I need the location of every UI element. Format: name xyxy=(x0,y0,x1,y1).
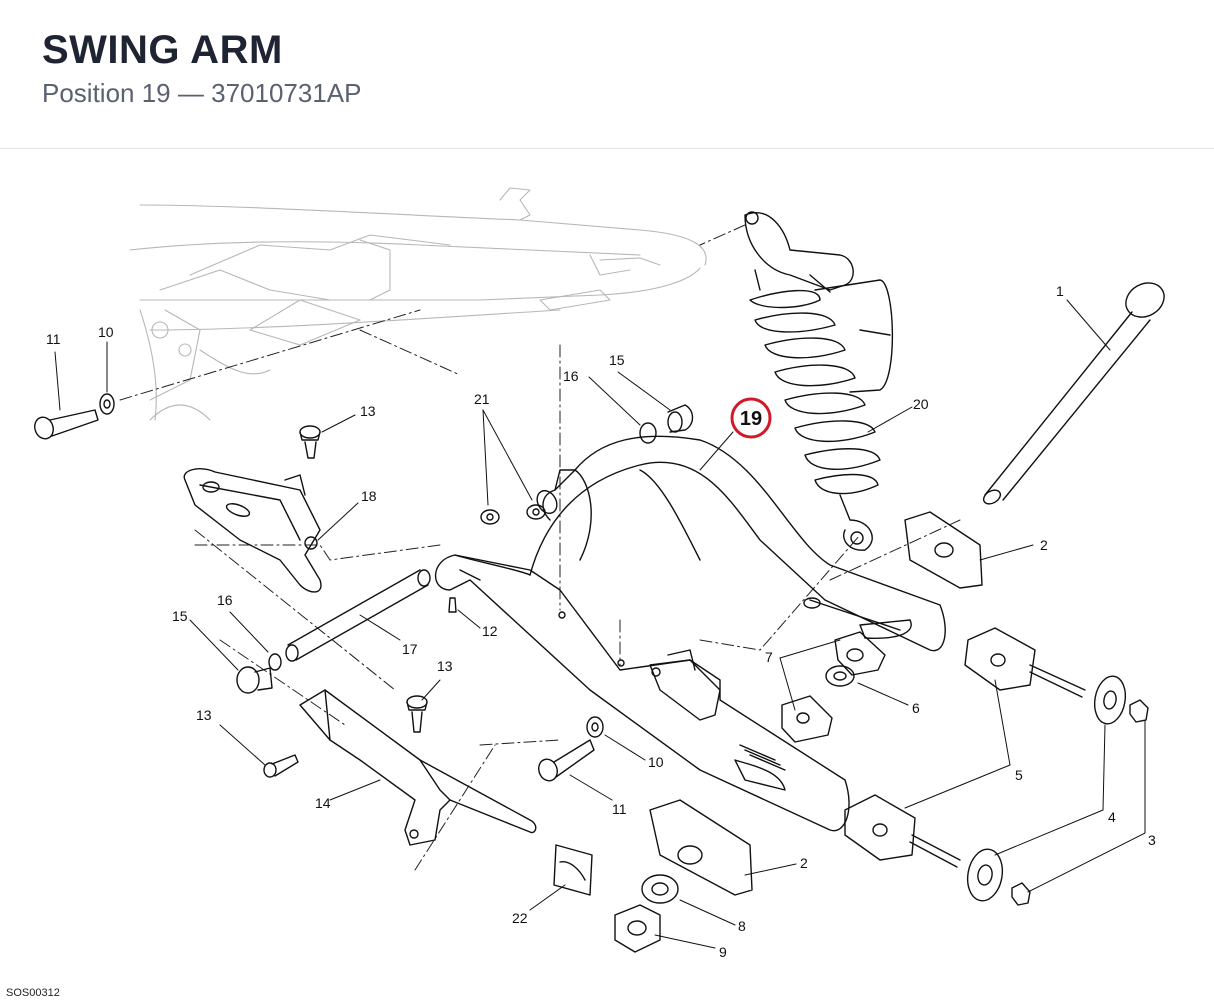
page-subtitle: Position 19 — 37010731AP xyxy=(42,78,362,109)
label-13: 13 xyxy=(360,403,376,419)
part-number: 37010731AP xyxy=(211,78,362,108)
part-20-shock-absorber xyxy=(744,211,894,551)
label-17: 17 xyxy=(402,641,418,657)
label-11: 11 xyxy=(612,801,627,817)
part-3-nuts xyxy=(1011,699,1149,906)
label-1: 1 xyxy=(1056,283,1064,299)
label-22: 22 xyxy=(512,910,528,926)
part-4-discs xyxy=(966,675,1127,902)
part-1-axle xyxy=(982,282,1165,505)
part-5-adjusters xyxy=(844,627,1086,868)
drawing-code: SOS00312 xyxy=(6,987,60,999)
label-15: 15 xyxy=(172,608,188,624)
label-10: 10 xyxy=(648,754,664,770)
label-18: 18 xyxy=(361,488,377,504)
leader-lines xyxy=(54,299,1146,949)
label-13: 13 xyxy=(437,658,453,674)
page-title: SWING ARM xyxy=(42,28,283,72)
label-16: 16 xyxy=(217,592,233,608)
part-21-spacers xyxy=(480,504,546,525)
part-15-16-bushings xyxy=(236,404,694,694)
label-13: 13 xyxy=(196,707,212,723)
separator: — xyxy=(177,78,204,108)
label-14: 14 xyxy=(315,795,331,811)
part-13-screws xyxy=(263,425,428,778)
part-2-sliders xyxy=(649,511,983,896)
part-labels: 1 2 2 3 4 5 6 7 8 9 10 10 11 11 12 13 13… xyxy=(46,283,1156,960)
part-14-chain-guard xyxy=(299,689,537,846)
highlight-label: 19 xyxy=(740,408,762,430)
construction-lines xyxy=(119,224,961,871)
label-3: 3 xyxy=(1148,832,1156,848)
label-15: 15 xyxy=(609,352,625,368)
label-20: 20 xyxy=(913,396,929,412)
frame-outline xyxy=(129,187,707,421)
position-label: Position 19 xyxy=(42,78,171,108)
part-22-decal xyxy=(553,844,593,896)
label-7: 7 xyxy=(765,649,773,665)
label-12: 12 xyxy=(482,623,498,639)
part-18-chain-guide xyxy=(183,468,322,593)
header: SWING ARM Position 19 — 37010731AP xyxy=(0,0,1214,149)
label-8: 8 xyxy=(738,918,746,934)
label-9: 9 xyxy=(719,944,727,960)
label-10: 10 xyxy=(98,324,114,340)
label-2: 2 xyxy=(1040,537,1048,553)
label-21: 21 xyxy=(474,391,490,407)
part-19-callout: 19 xyxy=(699,397,772,471)
label-5: 5 xyxy=(1015,767,1023,783)
label-11: 11 xyxy=(46,331,61,347)
label-2: 2 xyxy=(800,855,808,871)
label-4: 4 xyxy=(1108,809,1116,825)
part-12-grease-nipple xyxy=(448,597,457,613)
part-6-9-hardware xyxy=(614,631,886,953)
label-6: 6 xyxy=(912,700,920,716)
label-16: 16 xyxy=(563,368,579,384)
part-10-washers xyxy=(99,393,604,738)
part-11-bolts xyxy=(34,409,595,782)
part-17-pivot-shaft xyxy=(285,569,431,662)
highlight-ring xyxy=(730,397,772,439)
part-19-swing-arm xyxy=(434,435,946,832)
